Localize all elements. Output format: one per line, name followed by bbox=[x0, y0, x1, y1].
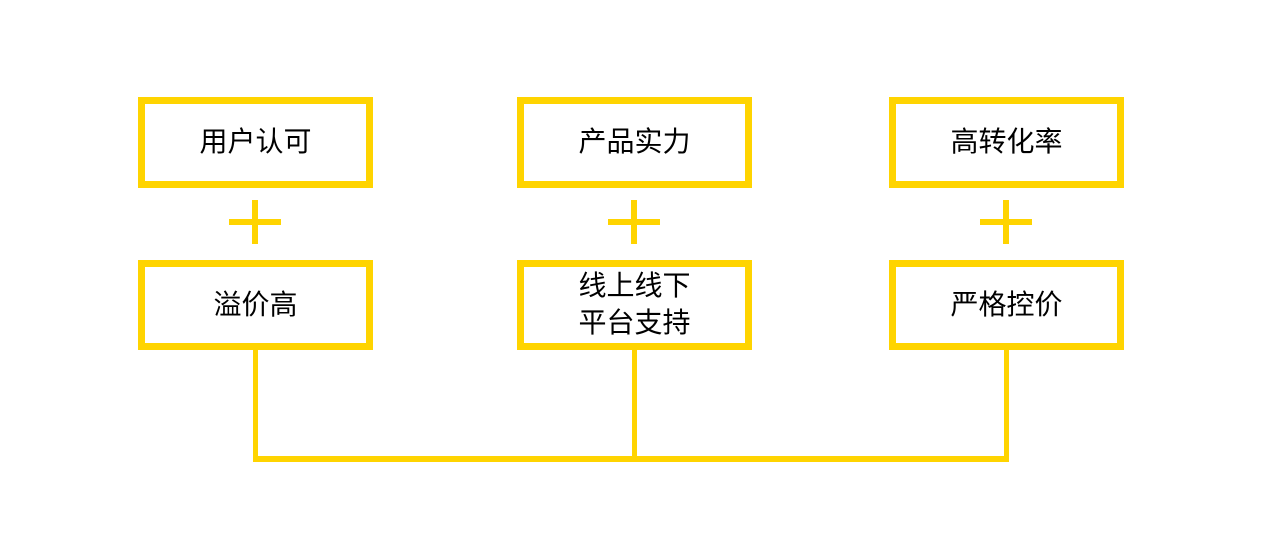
node-label: 溢价高 bbox=[213, 289, 298, 321]
connector-vertical-middle bbox=[632, 350, 637, 462]
connector-vertical-right bbox=[1004, 350, 1009, 462]
node-label: 高转化率 bbox=[950, 127, 1063, 158]
node-box-strict-price-control: 严格控价 bbox=[889, 260, 1124, 350]
node-label: 用户认可 bbox=[199, 127, 312, 158]
node-box-user-recognition: 用户认可 bbox=[138, 97, 373, 188]
plus-icon bbox=[980, 200, 1032, 244]
plus-icon bbox=[608, 200, 660, 244]
node-label-line: 平台支持 bbox=[578, 308, 691, 339]
node-label: 产品实力 bbox=[578, 127, 691, 158]
node-label-line: 线上线下 bbox=[578, 271, 691, 302]
connector-vertical-left bbox=[253, 350, 258, 462]
node-box-product-strength: 产品实力 bbox=[517, 97, 752, 188]
node-box-high-premium: 溢价高 bbox=[138, 260, 373, 350]
plus-vertical-bar bbox=[1003, 200, 1009, 244]
plus-icon bbox=[229, 200, 281, 244]
plus-vertical-bar bbox=[252, 200, 258, 244]
plus-vertical-bar bbox=[631, 200, 637, 244]
node-label: 严格控价 bbox=[950, 289, 1063, 321]
connector-horizontal-rail bbox=[253, 456, 1009, 462]
node-box-platform-support: 线上线下 平台支持 bbox=[517, 260, 752, 350]
node-box-high-conversion: 高转化率 bbox=[889, 97, 1124, 188]
